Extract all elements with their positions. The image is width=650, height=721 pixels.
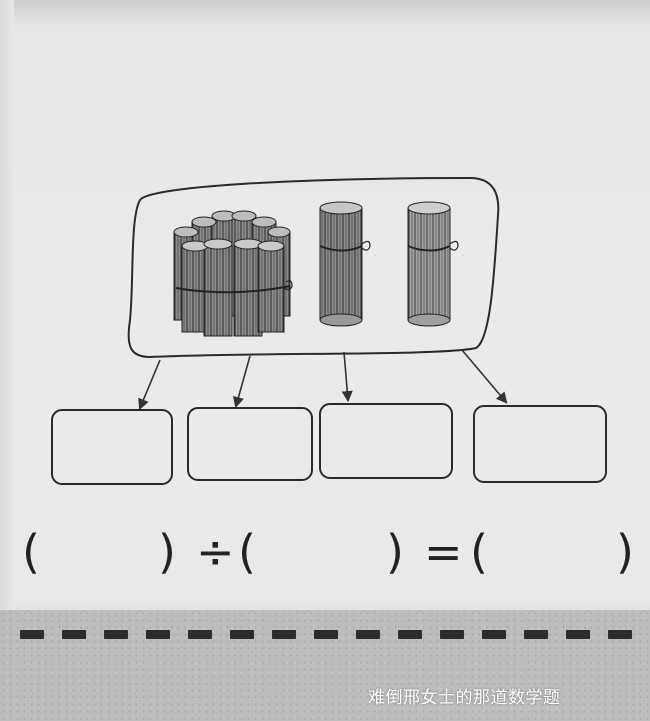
cut-line-dash	[524, 630, 548, 639]
cut-line-dash	[62, 630, 86, 639]
arrow-2	[236, 356, 250, 406]
open-paren-1: (	[22, 522, 40, 582]
watermark-caption: 难倒邢女士的那道数学题	[368, 683, 561, 708]
cut-line-dash	[440, 630, 464, 639]
cut-line-dash	[482, 630, 506, 639]
cut-line-dash	[608, 630, 632, 639]
close-paren-1: )	[158, 522, 176, 582]
cut-line-dash	[188, 630, 212, 639]
ten-bundle-icon	[320, 202, 370, 326]
cut-line-dash	[314, 630, 338, 639]
cut-line-dash	[104, 630, 128, 639]
arrow-4	[462, 350, 506, 402]
cut-line-dash	[146, 630, 170, 639]
answer-box-1	[52, 410, 172, 484]
cut-line-dash	[356, 630, 380, 639]
arrow-1	[140, 360, 160, 408]
cut-line-dash	[20, 630, 44, 639]
answer-box-3	[320, 404, 452, 478]
divide-sign: ÷	[196, 522, 235, 582]
close-paren-3: )	[616, 522, 634, 582]
cut-line-dash	[230, 630, 254, 639]
equals-sign: =	[424, 522, 463, 582]
answer-box-4	[474, 406, 606, 482]
open-paren-3: (	[470, 522, 488, 582]
dashed-cut-line	[20, 630, 650, 640]
bundles-diagram	[0, 0, 650, 600]
cut-line-dash	[272, 630, 296, 639]
open-paren-2: (	[238, 522, 256, 582]
hundred-bundle-icon	[174, 211, 292, 336]
ten-bundle-icon	[408, 202, 458, 326]
arrow-3	[344, 352, 348, 400]
division-equation: ( ) ÷ ( ) = ( )	[0, 522, 650, 592]
close-paren-2: )	[386, 522, 404, 582]
answer-box-2	[188, 408, 312, 480]
cut-line-dash	[566, 630, 590, 639]
cut-line-dash	[398, 630, 422, 639]
